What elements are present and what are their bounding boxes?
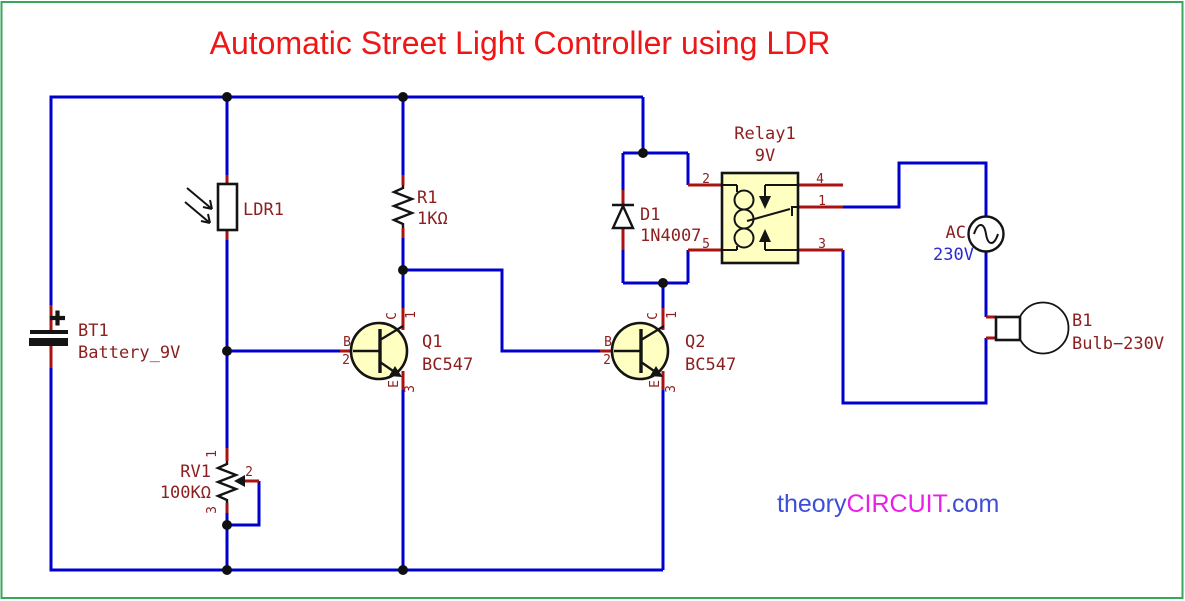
relay-pin5-label: 5 <box>702 237 710 252</box>
rv1-symbol: RV1 100KΩ 1 2 3 <box>160 450 253 514</box>
relay-pin1-label: 1 <box>818 194 826 209</box>
relay-pin3-label: 3 <box>818 237 826 252</box>
ac-value-label: 230V <box>933 245 974 265</box>
relay-switch-icon <box>746 184 798 251</box>
battery-ref-label: BT1 <box>78 321 109 341</box>
bulb-symbol: B1 Bulb−230V <box>994 301 1164 355</box>
relay-pin4-label: 4 <box>816 172 824 187</box>
relay-value-label: 9V <box>755 146 775 166</box>
q1-num-c-label: 1 <box>404 311 419 319</box>
wiper-arrow-icon <box>234 475 245 487</box>
q1-pin-c-label: C <box>385 312 400 320</box>
q2-pin-b-label: B <box>604 335 612 350</box>
q1-num-e-label: 3 <box>403 385 418 393</box>
r1-ref-label: R1 <box>417 188 437 208</box>
d1-symbol: D1 1N4007 <box>611 203 701 246</box>
q1-symbol: C 1 B 2 E 3 Q1 BC547 <box>342 311 473 393</box>
q2-num-b-label: 2 <box>603 353 611 368</box>
watermark-circuit: CIRCUIT <box>846 490 947 518</box>
sine-wave-icon <box>973 224 999 244</box>
relay-symbol: Relay1 9V 2 5 4 1 3 <box>702 124 826 265</box>
bulb-ref-label: B1 <box>1072 311 1092 331</box>
page-title: Automatic Street Light Controller using … <box>210 25 831 61</box>
pin-stubs <box>49 175 996 513</box>
r1-symbol: R1 1KΩ <box>390 185 448 229</box>
rv1-pin1-label: 1 <box>205 450 220 458</box>
battery-symbol: BT1 Battery_9V <box>29 310 180 363</box>
bulb-base-icon <box>994 315 1022 342</box>
watermark: theoryCIRCUIT.com <box>777 490 999 518</box>
d1-value-label: 1N4007 <box>640 226 701 246</box>
q2-value-label: BC547 <box>685 355 736 375</box>
ldr-symbol: LDR1 <box>184 182 284 232</box>
q1-num-b-label: 2 <box>342 353 350 368</box>
q1-ref-label: Q1 <box>422 332 442 352</box>
rv1-pin3-label: 3 <box>205 506 220 514</box>
emitter-arrow-icon <box>650 366 663 377</box>
rv1-pin2-label: 2 <box>245 465 253 480</box>
bulb-glass-icon <box>1016 301 1070 355</box>
relay-pin2-label: 2 <box>702 172 710 187</box>
emitter-arrow-icon <box>389 366 402 377</box>
watermark-com: .com <box>945 490 999 518</box>
light-arrows-icon <box>184 187 213 224</box>
relay-ref-label: Relay1 <box>734 124 795 144</box>
q2-ref-label: Q2 <box>685 332 705 352</box>
ldr-ref-label: LDR1 <box>243 200 284 220</box>
r1-value-label: 1KΩ <box>417 209 448 229</box>
q1-pin-b-label: B <box>343 335 351 350</box>
ac-source-symbol: AC 230V <box>933 215 1005 265</box>
battery-value-label: Battery_9V <box>78 343 180 363</box>
q2-symbol: C 1 B 2 E 3 Q2 BC547 <box>603 311 736 393</box>
battery-plus-icon <box>50 310 65 326</box>
q1-value-label: BC547 <box>422 355 473 375</box>
relay-coil-icon <box>722 184 755 251</box>
bulb-value-label: Bulb−230V <box>1072 334 1164 354</box>
q2-num-c-label: 1 <box>665 311 680 319</box>
ac-ref-label: AC <box>946 223 966 243</box>
q2-pin-e-label: E <box>648 380 663 388</box>
q1-pin-e-label: E <box>387 380 402 388</box>
rv1-ref-label: RV1 <box>180 462 211 482</box>
q2-pin-c-label: C <box>646 312 661 320</box>
q2-num-e-label: 3 <box>664 385 679 393</box>
d1-ref-label: D1 <box>640 205 660 225</box>
junction-dots <box>222 92 668 575</box>
watermark-theory: theory <box>777 490 847 518</box>
rv1-value-label: 100KΩ <box>160 483 211 503</box>
